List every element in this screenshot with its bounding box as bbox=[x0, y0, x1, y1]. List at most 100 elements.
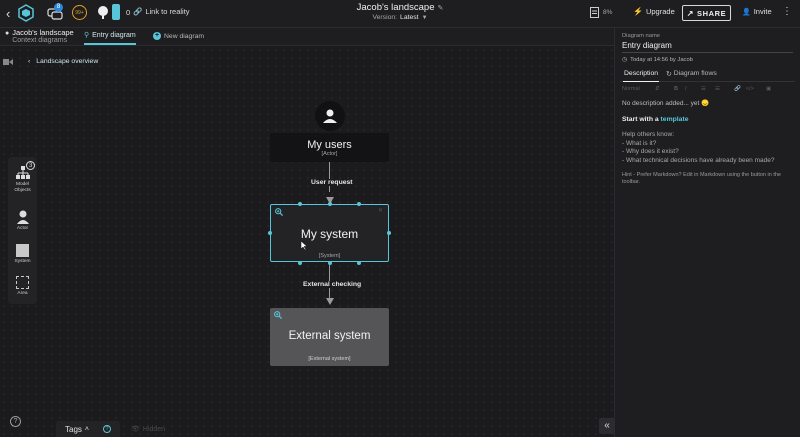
comments-icon bbox=[47, 8, 63, 20]
version-value: Latest bbox=[400, 14, 419, 21]
resize-handle[interactable] bbox=[298, 202, 302, 206]
breadcrumb-label: Landscape overview bbox=[36, 58, 99, 65]
connector-line[interactable] bbox=[329, 263, 330, 298]
connector-line[interactable] bbox=[329, 162, 330, 192]
start-with-label: Start with a bbox=[622, 116, 659, 123]
last-edited: ◷ Today at 14:56 by Jacob bbox=[622, 57, 693, 63]
plan-indicator[interactable]: 0 bbox=[97, 4, 130, 20]
chevron-up-icon: ˄ bbox=[84, 425, 89, 433]
mouse-cursor-icon bbox=[301, 241, 308, 250]
resize-handle[interactable] bbox=[328, 261, 332, 265]
link-reality-label: Link to reality bbox=[145, 7, 190, 16]
close-icon[interactable]: ✕ bbox=[377, 208, 383, 214]
document-title-area: Jacob's landscape ✎ Version: Latest ▼ bbox=[330, 2, 470, 21]
resize-handle[interactable] bbox=[328, 202, 332, 206]
share-button[interactable]: ↗ SHARE bbox=[682, 5, 731, 21]
add-user-icon: 👤 bbox=[742, 8, 751, 16]
markdown-icon[interactable]: ▣ bbox=[766, 86, 772, 92]
tree-icon bbox=[98, 6, 108, 19]
system-icon bbox=[16, 244, 29, 257]
help-line: Help others know: bbox=[622, 131, 675, 138]
actor-node-type: [Actor] bbox=[321, 151, 338, 157]
bullet-list-icon[interactable]: ☰ bbox=[715, 86, 720, 92]
italic-icon[interactable]: I bbox=[685, 86, 687, 92]
resize-handle[interactable] bbox=[387, 231, 391, 235]
connector-arrow bbox=[326, 298, 334, 305]
chevron-down-icon: ▼ bbox=[421, 14, 428, 21]
landscape-selector[interactable]: ● Jacob's landscape Context diagrams bbox=[5, 29, 74, 45]
document-title[interactable]: Jacob's landscape ✎ bbox=[357, 2, 444, 13]
tags-help-icon[interactable]: ? bbox=[103, 425, 111, 433]
location-pin-icon: ● bbox=[5, 30, 10, 37]
last-edited-text: Today at 14:56 by Jacob bbox=[630, 57, 693, 63]
help-icon[interactable]: ? bbox=[10, 416, 21, 427]
area-icon bbox=[16, 276, 29, 289]
bold-icon[interactable]: B bbox=[674, 86, 678, 92]
version-selector[interactable]: Version: Latest ▼ bbox=[372, 14, 427, 21]
editor-toolbar: Normal ⇵ B I ☰ ☰ 🔗 </> ▣ bbox=[622, 86, 780, 96]
code-icon[interactable]: </> bbox=[746, 86, 754, 92]
upgrade-button[interactable]: ⚡ Upgrade bbox=[633, 7, 675, 16]
new-diagram-button[interactable]: + New diagram bbox=[153, 32, 204, 40]
zoom-in-icon[interactable] bbox=[274, 311, 282, 319]
landscape-name: Jacob's landscape bbox=[12, 28, 74, 37]
no-description-text[interactable]: No description added... yet 😞 bbox=[622, 100, 710, 107]
share-icon: ↗ bbox=[686, 8, 695, 18]
link-icon[interactable]: 🔗 bbox=[734, 86, 741, 92]
tab-description[interactable]: Description bbox=[623, 70, 659, 82]
resize-handle[interactable] bbox=[357, 202, 361, 206]
zoom-in-icon[interactable] bbox=[275, 208, 283, 216]
usage-indicator[interactable]: 8% bbox=[590, 7, 612, 18]
invite-button[interactable]: 👤 Invite bbox=[742, 7, 772, 16]
palette-actor[interactable]: Actor bbox=[8, 210, 37, 232]
flow-label-user-request[interactable]: User request bbox=[309, 179, 355, 186]
actor-node-icon[interactable] bbox=[315, 101, 345, 131]
upgrade-label: Upgrade bbox=[645, 7, 675, 16]
more-options-icon[interactable]: ⋮ bbox=[782, 6, 792, 17]
tab-entry-label: Entry diagram bbox=[92, 31, 136, 39]
resize-handle[interactable] bbox=[268, 231, 272, 235]
hidden-tags[interactable]: 👁 Hidden bbox=[131, 425, 166, 434]
invite-label: Invite bbox=[753, 7, 772, 16]
pencil-icon[interactable]: ✎ bbox=[437, 4, 444, 12]
resize-handle[interactable] bbox=[298, 261, 302, 265]
text-style-select[interactable]: Normal bbox=[622, 86, 640, 92]
back-chevron-icon[interactable]: ‹ bbox=[6, 5, 11, 21]
object-palette: 3 Model Objects Actor System Area bbox=[8, 157, 37, 304]
hierarchy-icon bbox=[15, 166, 30, 179]
palette-model-objects[interactable]: 3 Model Objects bbox=[8, 161, 37, 193]
hidden-label: Hidden bbox=[142, 425, 166, 433]
collapse-panel-button[interactable]: « bbox=[599, 418, 615, 434]
document-title-text: Jacob's landscape bbox=[356, 2, 435, 13]
external-node-title: External system bbox=[288, 330, 371, 342]
logo-icon[interactable] bbox=[17, 4, 35, 22]
progress-ring[interactable]: 99+ bbox=[72, 5, 87, 20]
comments-button[interactable]: 8 bbox=[46, 3, 64, 22]
external-system-node[interactable]: External system [External system] bbox=[270, 308, 389, 366]
tab-entry-diagram[interactable]: ⚲ Entry diagram bbox=[84, 30, 136, 45]
help-line: - What is it? bbox=[622, 139, 657, 147]
version-label: Version: bbox=[372, 14, 398, 21]
tab-diagram-flows[interactable]: ↻ Diagram flows bbox=[666, 70, 717, 82]
video-icon[interactable] bbox=[3, 58, 13, 66]
start-with-template: Start with a template bbox=[622, 116, 688, 123]
ordered-list-icon[interactable]: ☰ bbox=[701, 86, 706, 92]
actor-node[interactable]: My users [Actor] bbox=[270, 133, 389, 162]
usage-pct: 8% bbox=[603, 9, 613, 16]
system-node[interactable]: ✕ My system [System] bbox=[270, 204, 389, 262]
share-label: SHARE bbox=[697, 8, 727, 18]
palette-area-label: Area bbox=[17, 291, 28, 296]
notification-badge: 8 bbox=[54, 3, 63, 12]
palette-area[interactable]: Area bbox=[8, 276, 37, 297]
chevron-down-icon: ⇵ bbox=[655, 86, 660, 92]
top-bar bbox=[0, 0, 800, 28]
diagram-name-input[interactable]: Entry diagram bbox=[622, 41, 793, 53]
external-node-type: [External system] bbox=[308, 356, 351, 362]
flow-label-external-checking[interactable]: External checking bbox=[301, 281, 364, 288]
tab-flows-label: Diagram flows bbox=[673, 70, 717, 77]
landscape-overview-link[interactable]: ‹ Landscape overview bbox=[28, 58, 98, 65]
template-link[interactable]: template bbox=[660, 116, 689, 123]
palette-system[interactable]: System bbox=[8, 244, 37, 265]
resize-handle[interactable] bbox=[357, 261, 361, 265]
link-to-reality-button[interactable]: 🔗 Link to reality bbox=[133, 7, 190, 16]
